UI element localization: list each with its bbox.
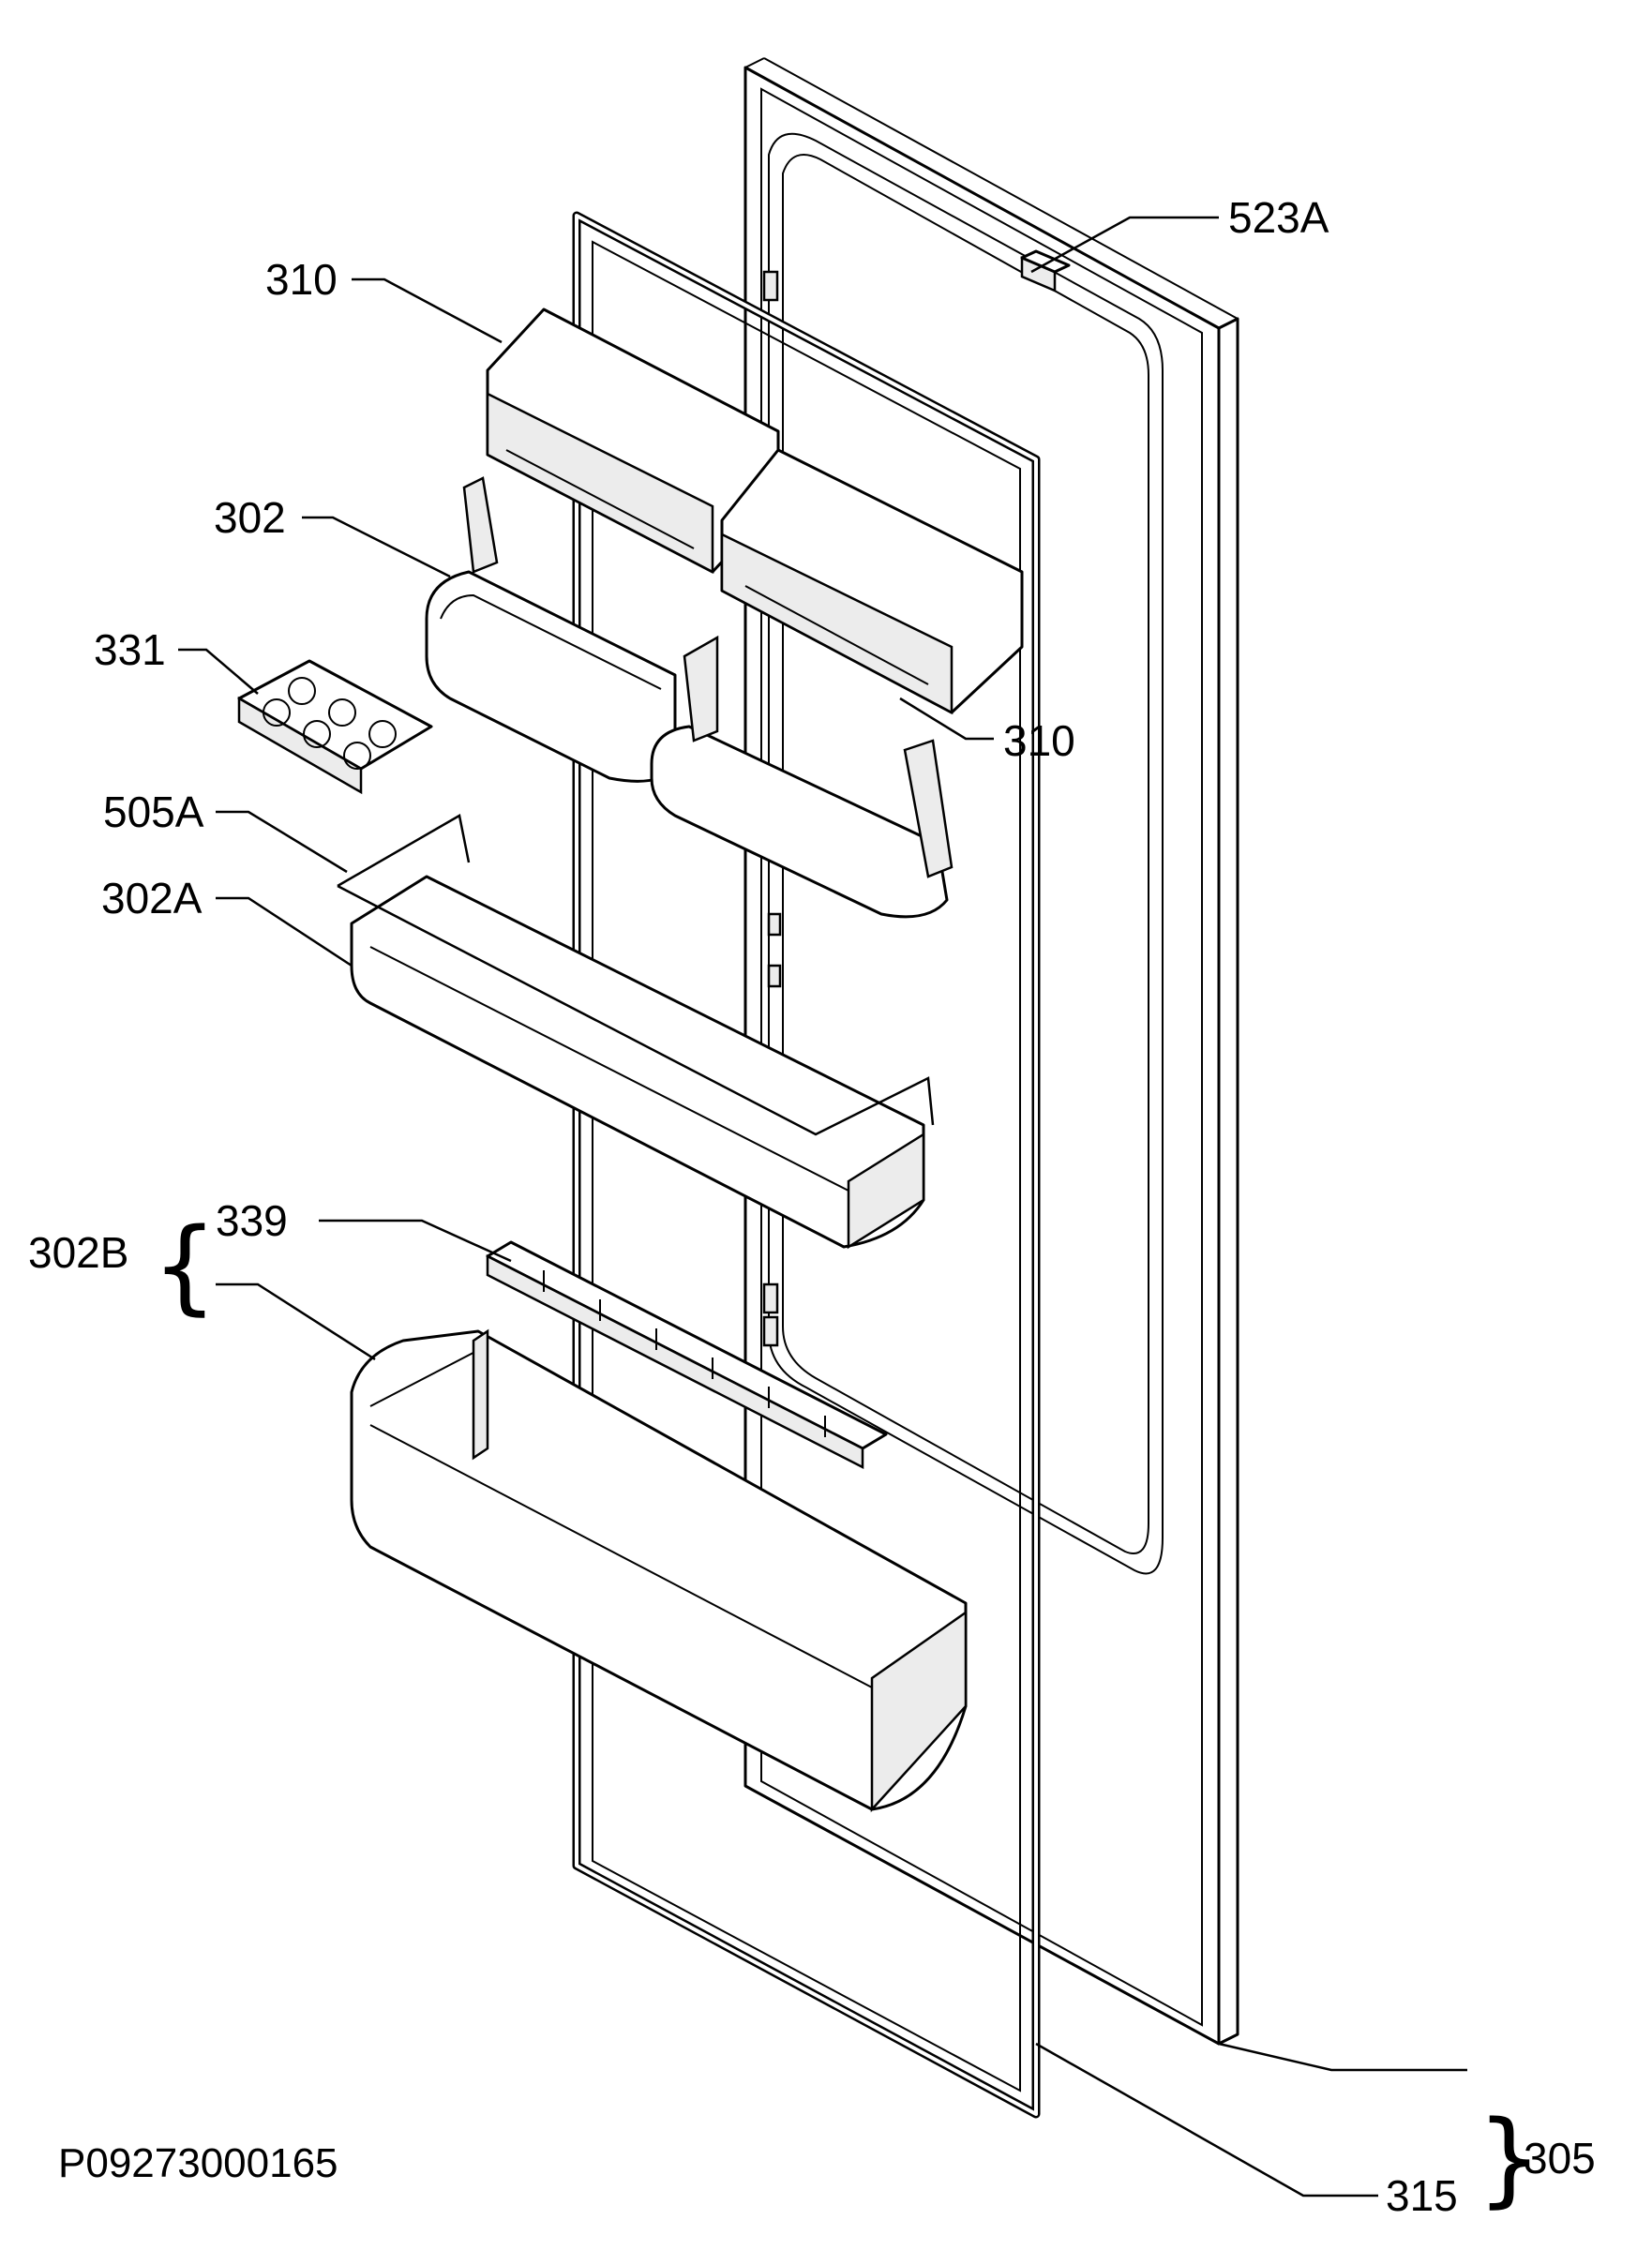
door-shelf-right: [650, 635, 954, 919]
callout-302b: 302B: [28, 1228, 128, 1277]
large-bottle-shelf: [350, 1328, 968, 1813]
leader-lines: [178, 216, 1467, 2198]
egg-tray: [237, 659, 433, 795]
drawing-code: P09273000165: [58, 2140, 338, 2186]
bottle-retainer-rack: [486, 1240, 888, 1470]
callout-523a: 523A: [1228, 193, 1329, 242]
bottle-shelf-with-rail: [337, 814, 935, 1250]
dairy-compartment-right: [720, 448, 1024, 715]
door-clip-part: [1020, 249, 1071, 292]
callout-302a: 302A: [101, 874, 203, 922]
dairy-compartment-left: [486, 308, 780, 575]
callout-331: 331: [94, 625, 166, 674]
brace-305: }: [1477, 2098, 1542, 2218]
callout-302: 302: [214, 493, 286, 542]
callout-315: 315: [1386, 2171, 1458, 2220]
brace-302b: {: [152, 1206, 218, 1326]
callout-305: 305: [1524, 2134, 1596, 2182]
callout-505a: 505A: [103, 788, 204, 836]
callout-310-right: 310: [1003, 716, 1075, 765]
callout-310-top: 310: [265, 255, 338, 304]
callout-339: 339: [216, 1196, 288, 1245]
callout-labels: 523A 310 302 331 310 505A 302A 339 302B …: [28, 193, 1596, 2220]
